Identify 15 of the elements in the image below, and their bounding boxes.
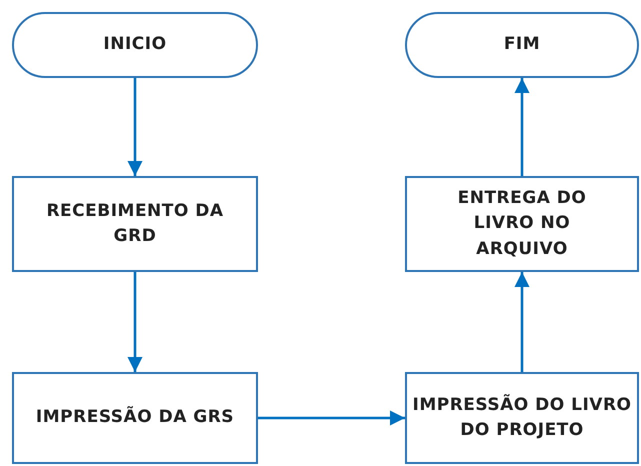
process-box	[12, 372, 258, 464]
process-box	[12, 176, 258, 272]
node-label: RECEBIMENTO DA GRD	[46, 200, 224, 246]
node-label: IMPRESSÃO DO LIVRO DO PROJETO	[412, 394, 632, 440]
node-label: INICIO	[103, 34, 167, 54]
node-label: IMPRESSÃO DA GRS	[36, 407, 234, 428]
process-box	[405, 176, 639, 272]
arrow	[258, 410, 405, 426]
process-box	[405, 372, 639, 464]
node-label: FIM	[504, 34, 540, 54]
arrow	[128, 272, 142, 372]
arrow	[128, 78, 142, 176]
arrow	[514, 78, 530, 176]
node-label: ENTREGA DO LIVRO NO ARQUIVO	[458, 188, 586, 259]
arrow	[514, 272, 530, 372]
